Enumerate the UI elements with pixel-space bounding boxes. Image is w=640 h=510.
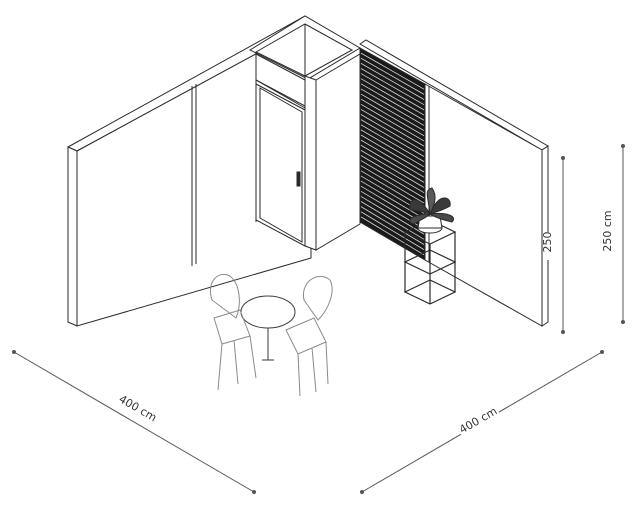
slat-groove xyxy=(360,206,425,245)
slat-groove xyxy=(360,150,425,188)
slat-groove xyxy=(360,83,425,121)
slat-groove xyxy=(360,119,425,157)
slat-groove xyxy=(360,63,425,100)
right-wall xyxy=(359,39,549,327)
slat-groove xyxy=(360,98,425,137)
slat-groove xyxy=(360,144,425,183)
slat-groove xyxy=(360,114,425,152)
total-height-label: 250 cm xyxy=(601,210,614,251)
slat-groove xyxy=(360,73,425,111)
dimension-total-height: 250 cm xyxy=(601,144,625,324)
slat-groove xyxy=(360,93,425,131)
potted-plant xyxy=(409,187,454,234)
slat-groove xyxy=(360,78,425,116)
slat-groove xyxy=(360,180,425,219)
slatwall-panel xyxy=(359,47,426,261)
slat-groove xyxy=(360,160,425,199)
slat-groove xyxy=(360,201,425,240)
slat-groove xyxy=(360,124,425,162)
slat-groove xyxy=(360,109,425,147)
right-width-label: 400 cm xyxy=(457,404,499,436)
slat-groove xyxy=(360,52,425,90)
wall-height-label: 250 xyxy=(541,232,554,253)
chair-left xyxy=(210,274,257,391)
slat-groove xyxy=(360,165,425,204)
door-module xyxy=(248,15,361,251)
slat-groove xyxy=(360,88,425,126)
shelf-unit xyxy=(403,219,457,305)
dimension-wall-height: 250 xyxy=(541,156,565,334)
slat-groove xyxy=(360,57,425,95)
slat-groove xyxy=(360,216,425,256)
left-width-label: 400 cm xyxy=(117,392,159,424)
chair-right xyxy=(285,275,333,397)
slat-groove xyxy=(360,211,425,250)
dimension-right-width: 400 cm xyxy=(360,350,604,494)
slat-groove xyxy=(360,134,425,173)
slat-groove xyxy=(360,129,425,168)
slat-groove xyxy=(360,103,425,142)
slat-groove xyxy=(360,139,425,178)
slat-groove xyxy=(360,68,425,106)
slat-groove xyxy=(360,155,425,194)
table xyxy=(240,295,296,361)
